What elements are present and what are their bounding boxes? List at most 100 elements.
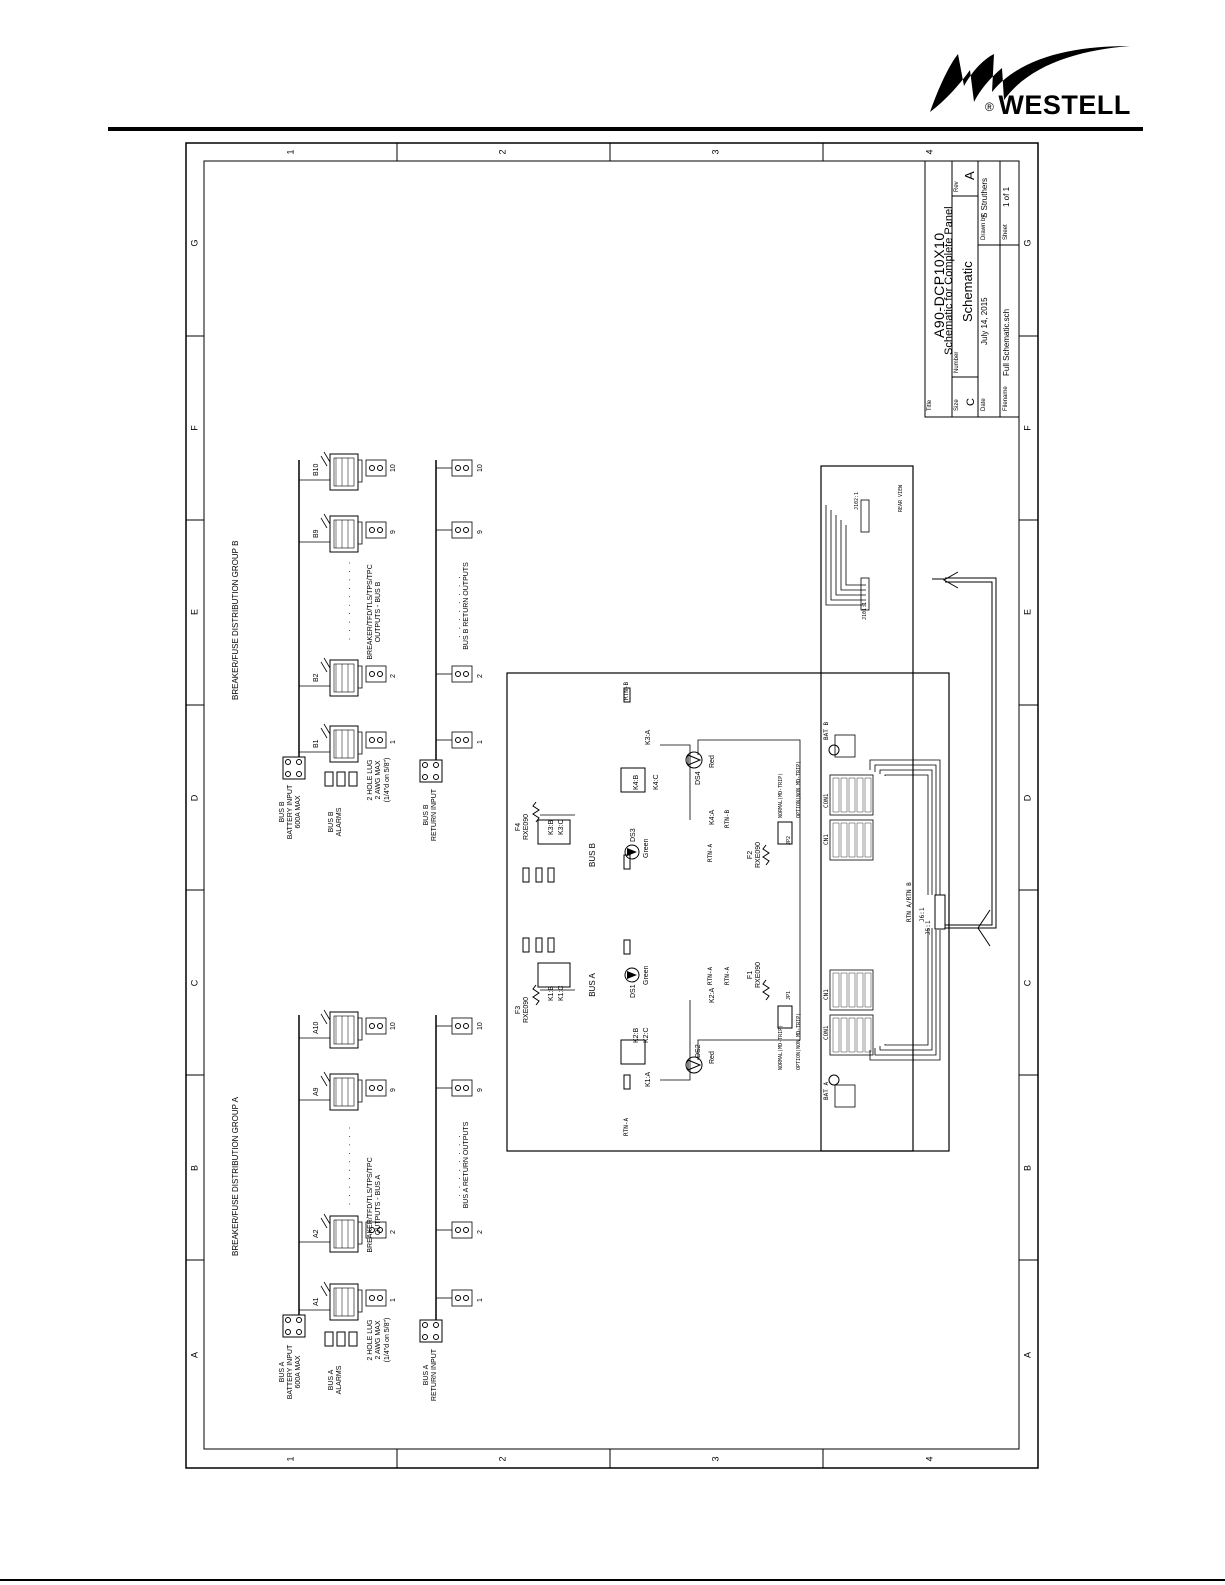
breaker-position-label: B2	[313, 673, 320, 682]
breaker-position-label: A9	[313, 1087, 320, 1096]
drawing-title: A90-DCP10X10	[931, 232, 947, 338]
bus-b-alarms-label: BUS B	[328, 811, 335, 832]
output-number: 9	[390, 530, 397, 534]
led-ds2: DS2	[695, 1044, 702, 1058]
connector-blocks	[829, 734, 874, 1108]
filename-value: Full Schematic.sch	[1002, 309, 1011, 376]
fuse-f2-part: RXE090	[755, 842, 762, 868]
group-b-heading: BREAKER/FUSE DISTRIBUTION GROUP B	[231, 541, 240, 700]
outputs-label: BREAKER/TFD/TLS/TPS/TPC	[367, 1157, 374, 1252]
return-number: 1	[477, 740, 484, 744]
row-label: F	[1022, 425, 1032, 431]
bus-a-return-label: BUS A	[423, 1364, 430, 1385]
col-label: 2	[497, 1456, 507, 1461]
j101-label: J101:1	[862, 602, 868, 620]
return-outputs-label: BUS A RETURN OUTPUTS	[463, 1121, 470, 1208]
rtn-ab-label: RTN A/RTN B	[906, 882, 913, 922]
relay-k1b: K1:B	[548, 985, 555, 1001]
group-a-heading: BREAKER/FUSE DISTRIBUTION GROUP A	[231, 1096, 240, 1256]
fuse-f4-ref: F4	[515, 823, 522, 831]
breaker-b2: B2 2 2	[299, 657, 484, 697]
led-ds4: DS4	[695, 771, 702, 785]
breaker-position-label: B10	[313, 463, 320, 476]
return-number: 10	[477, 464, 484, 472]
bus-b-input-label: BUS B	[279, 801, 286, 822]
jp2-option: OPTION(NON MD-TRIP)	[796, 761, 802, 818]
zone-ticks	[186, 143, 1038, 1468]
date-label: Date	[981, 398, 987, 411]
outputs-label: OUTPUTS - BUS B	[375, 581, 382, 642]
bus-a-alarms-label: BUS A	[328, 1369, 335, 1390]
connector-block	[829, 819, 874, 861]
size-value: C	[965, 398, 977, 406]
rtn-a-label: RTN-A	[724, 967, 731, 985]
rtn-a-label: RTN-A	[707, 967, 714, 985]
row-label: G	[1022, 239, 1032, 246]
outer-frame	[185, 142, 1039, 1469]
group-b-section: BUS B BATTERY INPUT 600A MAX BUS B ALARM…	[279, 451, 484, 841]
bus-b-return-label: BUS B	[423, 804, 430, 825]
breaker-position-label: B9	[313, 529, 320, 538]
group-a-section: BUS A BATTERY INPUT 600A MAX BUS A ALARM…	[279, 1009, 484, 1401]
fuse-f1-part: RXE090	[755, 962, 762, 988]
rev-label: Rev	[954, 181, 960, 192]
row-label: F	[189, 425, 199, 431]
jp2-normal: NORMAL(MD-TRIP)	[778, 773, 784, 818]
bus-b-led-label: BUS B	[588, 843, 597, 867]
outputs-label: BREAKER/TFD/TLS/TPS/TPC	[367, 564, 374, 659]
return-number: 2	[477, 674, 484, 678]
col-label: 1	[285, 149, 295, 154]
row-label: E	[1022, 609, 1032, 615]
row-label: B	[1022, 1165, 1032, 1171]
row-label: G	[189, 239, 199, 246]
output-number: 1	[390, 740, 397, 744]
breaker-position-label: B1	[313, 739, 320, 748]
j102-label: J102:1	[854, 492, 860, 510]
jumper-jp1: JP1	[786, 991, 792, 1000]
output-number: 2	[390, 1230, 397, 1234]
output-number: 10	[390, 1022, 397, 1030]
col-label: 3	[710, 149, 720, 154]
footer-rule	[0, 1579, 1225, 1581]
relay-k3c: K3:C	[558, 819, 565, 835]
fuse-f4-part: RXE090	[523, 814, 530, 840]
fuse-f3-part: RXE090	[523, 997, 530, 1023]
jp1-normal: NORMAL(MD-TRIP)	[778, 1025, 784, 1070]
relay-k3b: K3:B	[548, 819, 555, 835]
rtn-b-label: RTN-B	[623, 682, 630, 700]
lug-label: (1/4"d on 5/8")	[384, 1318, 391, 1363]
bus-a-alarms-label: ALARMS	[336, 1365, 343, 1394]
output-number: 1	[390, 1298, 397, 1302]
zone-labels: 1 2 3 4 1 2 3 4 A B C D E F G A B C D E …	[189, 149, 1032, 1461]
relay-k4a: K4:A	[709, 809, 716, 825]
return-number: 1	[477, 1298, 484, 1302]
registered-mark: ®	[985, 99, 995, 114]
j5-label: J5:1	[925, 920, 932, 935]
title-block-text: Title A90-DCP10X10 Schematic for Complet…	[927, 171, 1011, 411]
output-number: 2	[390, 674, 397, 678]
led-ds3: DS3	[630, 828, 637, 842]
rtn-b-label: RTN-B	[724, 810, 731, 828]
alarm-board: F3 RXE090 F4 RXE090 K1:B K1:C K3:B K3:C …	[506, 465, 997, 1152]
rev-value: A	[962, 171, 977, 180]
relay-k4c: K4:C	[653, 774, 660, 790]
led-ds1: DS1	[630, 984, 637, 998]
lug-label: 2 HOLE LUG	[367, 759, 374, 800]
filename-label: Filename	[1003, 386, 1009, 411]
cn1-left: CN1	[823, 989, 830, 1000]
bat-terminal-block	[834, 1084, 856, 1108]
relay-k1c: K1:C	[558, 985, 565, 1001]
connector-block	[829, 774, 874, 816]
return-number: 10	[477, 1022, 484, 1030]
drawn-by-value: S Struthers	[980, 178, 989, 218]
return-outputs-label: BUS B RETURN OUTPUTS	[463, 562, 470, 650]
return-number: 9	[477, 530, 484, 534]
bus-a-input-label: BATTERY INPUT	[287, 1344, 294, 1399]
breaker-b1: B1 1 1	[299, 723, 484, 763]
col-label: 2	[497, 149, 507, 154]
